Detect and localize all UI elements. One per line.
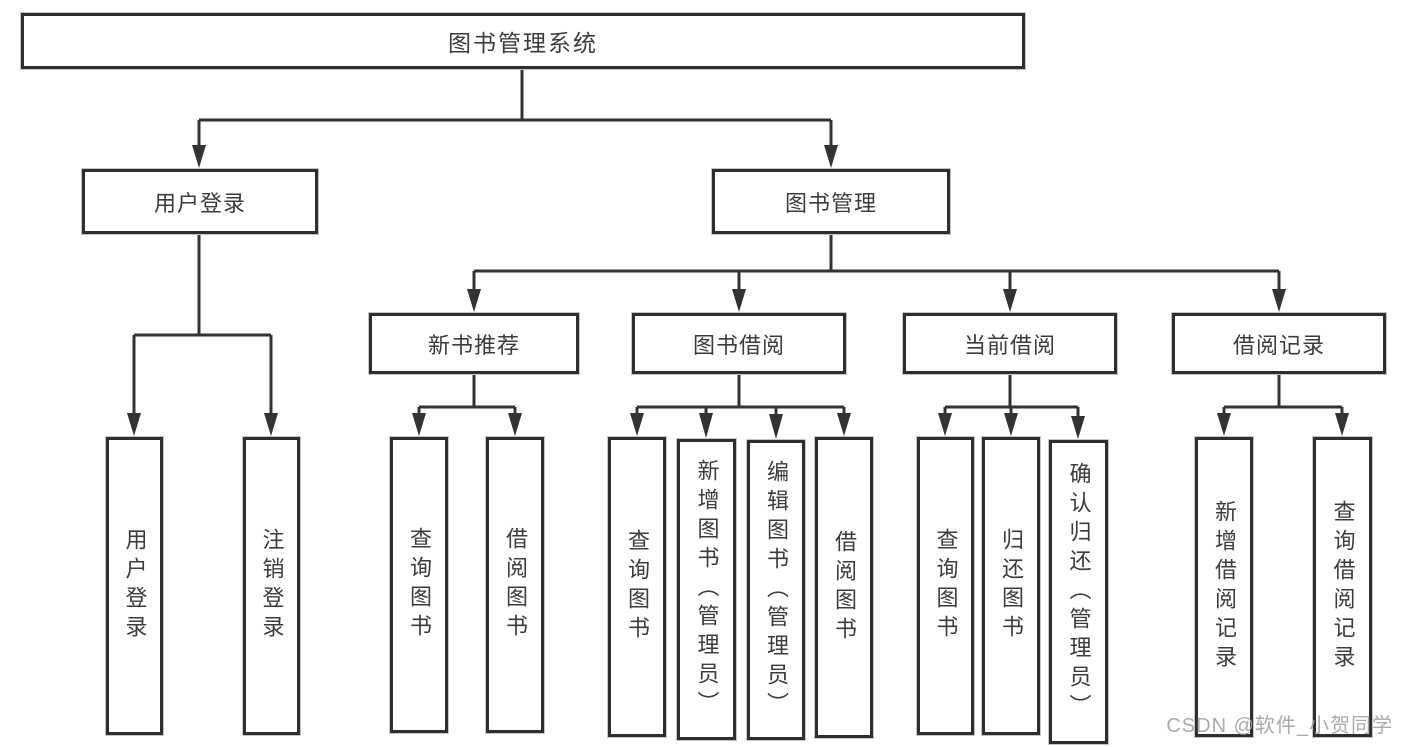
node-label: 归还图书 <box>999 528 1024 644</box>
connector-line <box>197 69 833 147</box>
arrowhead-down <box>938 413 952 436</box>
node-label: 查询图书 <box>625 529 650 645</box>
node-label: 借阅图书 <box>503 527 528 643</box>
node-new-book-recommendation: 新书推荐 <box>368 312 580 375</box>
leaf-br-add-borrow-record: 新增借阅记录 <box>1194 436 1254 738</box>
connector-line <box>132 233 273 416</box>
connector-line <box>472 233 1281 292</box>
arrowhead-down <box>630 413 644 436</box>
leaf-br-query-borrow-record: 查询借阅记录 <box>1312 436 1373 738</box>
leaf-bb-edit-books-admin: 编辑图书（管理员） <box>746 439 806 741</box>
connector-book-management-to-level3 <box>467 233 1286 312</box>
csdn-watermark: CSDN @软件_小贺同学 <box>1166 715 1393 737</box>
node-borrowing-records: 借阅记录 <box>1171 312 1387 375</box>
connector-line <box>1222 373 1344 416</box>
node-label: 图书管理系统 <box>448 30 598 56</box>
node-label: 图书借阅 <box>692 332 785 358</box>
node-label: 当前借阅 <box>963 332 1056 358</box>
node-root-library-management-system: 图书管理系统 <box>20 12 1026 70</box>
arrowhead-down <box>264 413 278 436</box>
node-label: 确认归还（管理员） <box>1066 461 1092 723</box>
node-label: 用户登录 <box>153 190 246 216</box>
arrowhead-down <box>467 289 481 312</box>
node-label: 查询图书 <box>933 528 959 644</box>
arrowhead-down <box>837 413 851 436</box>
leaf-bb-add-books-admin: 新增图书（管理员） <box>676 438 737 741</box>
arrowhead-down <box>824 145 838 168</box>
node-label: 新增图书（管理员） <box>694 459 720 720</box>
node-user-login: 用户登录 <box>81 168 319 235</box>
node-book-management: 图书管理 <box>711 168 951 235</box>
arrowhead-down <box>192 145 206 168</box>
arrowhead-down <box>1004 413 1018 436</box>
leaf-bb-borrow-books: 借阅图书 <box>814 436 874 739</box>
arrowhead-down <box>127 413 141 436</box>
arrowhead-down <box>1272 289 1286 312</box>
leaf-nbr-borrow-books: 借阅图书 <box>485 436 545 734</box>
connector-root-to-level2 <box>192 69 838 168</box>
arrowhead-down <box>769 414 783 439</box>
connector-book-borrowing-to-children <box>630 373 851 439</box>
connector-line <box>417 373 517 416</box>
leaf-nbr-query-books: 查询图书 <box>389 436 449 734</box>
arrowhead-down <box>1217 413 1231 436</box>
node-label: 编辑图书（管理员） <box>764 459 789 721</box>
connector-line <box>943 373 1080 417</box>
arrowhead-down <box>1335 413 1349 436</box>
connector-borrowing-records-to-children <box>1217 373 1349 436</box>
connector-line <box>635 373 846 416</box>
node-label: 用户登录 <box>122 528 148 644</box>
node-current-borrowing: 当前借阅 <box>902 312 1118 375</box>
node-book-borrowing: 图书借阅 <box>631 312 847 375</box>
arrowhead-down <box>699 413 713 438</box>
node-label: 新书推荐 <box>427 332 520 358</box>
node-label: 借阅图书 <box>832 529 857 646</box>
node-label: 图书管理 <box>784 190 877 216</box>
arrowhead-down <box>412 413 426 436</box>
arrowhead-down <box>732 289 746 312</box>
connector-new-book-recommendation-to-children <box>412 373 522 436</box>
node-label: 新增借阅记录 <box>1212 500 1237 674</box>
leaf-cb-confirm-return-admin: 确认归还（管理员） <box>1048 439 1109 745</box>
node-label: 查询图书 <box>407 527 432 643</box>
leaf-bb-query-books: 查询图书 <box>607 436 667 738</box>
node-label: 借阅记录 <box>1232 332 1325 358</box>
node-label: 注销登录 <box>259 528 285 644</box>
connector-current-borrowing-to-children <box>938 373 1085 439</box>
leaf-logout: 注销登录 <box>242 436 301 736</box>
arrowhead-down <box>1071 416 1085 439</box>
node-label: 查询借阅记录 <box>1330 500 1356 674</box>
leaf-cb-query-books: 查询图书 <box>916 436 975 736</box>
connector-user-login-to-children <box>127 233 278 436</box>
leaf-user-login: 用户登录 <box>105 436 164 736</box>
leaf-cb-return-books: 归还图书 <box>981 436 1041 736</box>
arrowhead-down <box>508 413 522 436</box>
arrowhead-down <box>1003 289 1017 312</box>
